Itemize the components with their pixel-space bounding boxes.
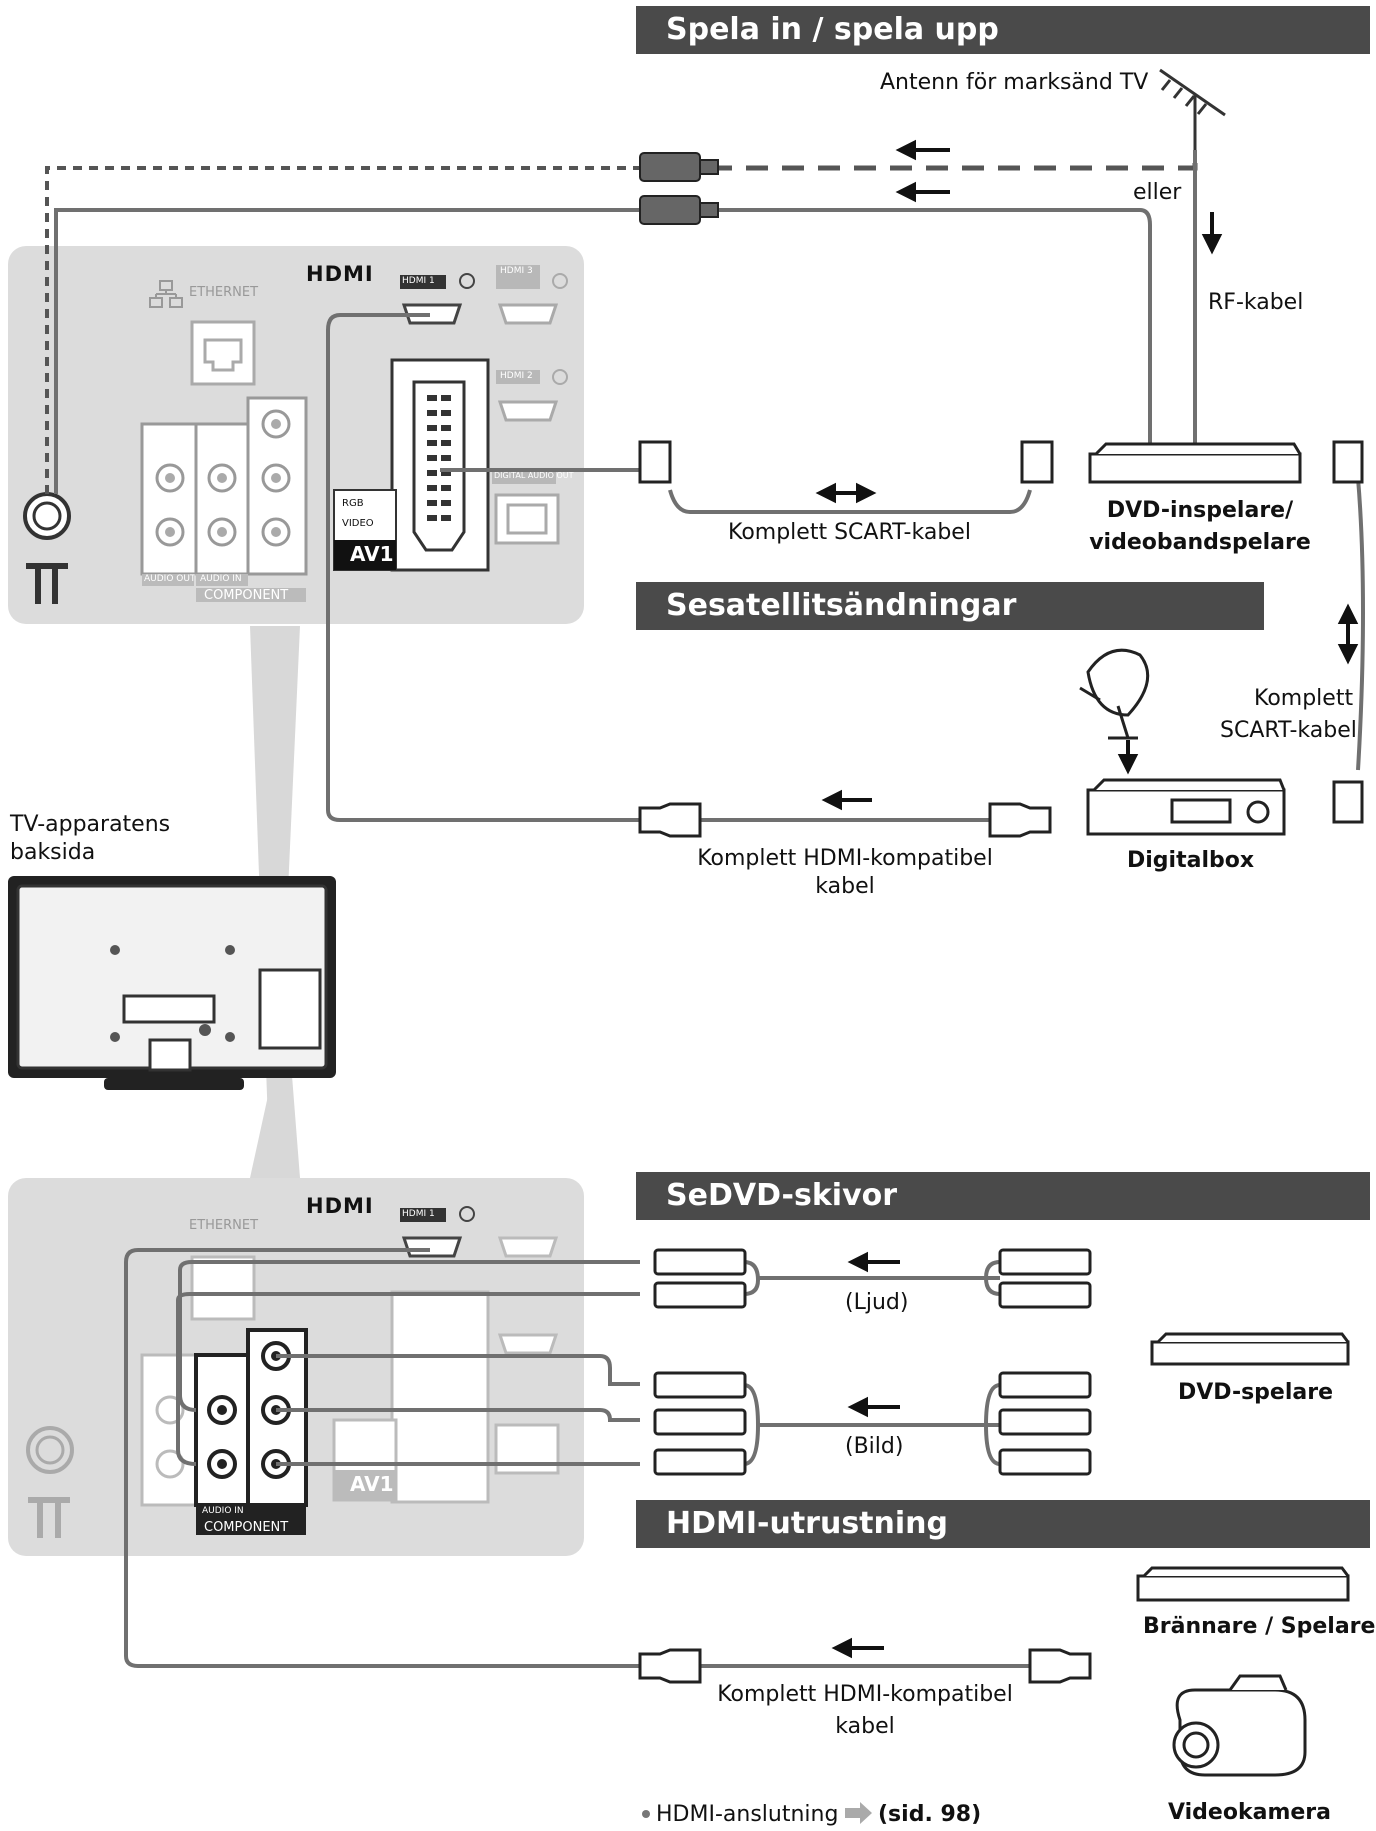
scart-port-top <box>333 358 490 572</box>
hdmi-logo-top: HDMI <box>306 262 374 286</box>
bullet-icon <box>642 1810 650 1818</box>
scart-cable-right-label-2: SCART-kabel <box>1220 718 1357 743</box>
hdmi2-label-top: HDMI 2 <box>500 371 533 381</box>
camcorder-icon <box>1172 1674 1307 1777</box>
dvd-recorder-label-2: videobandspelare <box>1089 530 1311 555</box>
satellite-dish-icon <box>1079 648 1150 740</box>
scart-plugs <box>638 440 1364 824</box>
hdmi3-label-top: HDMI 3 <box>500 266 533 276</box>
antenna-jack-top <box>23 492 71 604</box>
hdmi-cable-bottom-label-2: kabel <box>835 1714 895 1739</box>
hdmi-logo-bottom: HDMI <box>306 1194 374 1218</box>
digitalbox-icon <box>1086 778 1286 836</box>
hdmi-cable-label-1: Komplett HDMI-kompatibel <box>697 846 993 871</box>
burner-player-label: Brännare / Spelare <box>1143 1614 1376 1639</box>
dvd-player-icon <box>1150 1332 1350 1366</box>
optical-port-top <box>494 493 560 545</box>
ethernet-port-top <box>149 280 256 386</box>
tv-back-label-2: baksida <box>10 840 96 865</box>
hdmi-link-text: HDMI-anslutning <box>656 1802 839 1827</box>
hdmi-cable-bottom-label-1: Komplett HDMI-kompatibel <box>717 1682 1013 1707</box>
audio-in-label-bottom: AUDIO IN <box>202 1506 244 1516</box>
antenna-label: Antenn för marksänd TV <box>880 70 1149 95</box>
hdmi-link-page[interactable]: (sid. 98) <box>878 1802 982 1827</box>
rf-plugs <box>639 152 719 225</box>
or-label: eller <box>1133 180 1182 205</box>
rca-plugs <box>653 1248 1092 1476</box>
network-icon <box>149 280 183 308</box>
video-label: (Bild) <box>845 1434 904 1459</box>
av1-label-bottom: AV1 <box>350 1472 394 1496</box>
component-label-top: COMPONENT <box>204 588 289 603</box>
tv-back-label-1: TV-apparatens <box>10 812 171 837</box>
header-dvd: SeDVD-skivor <box>636 1172 1370 1220</box>
header-satellite: Sesatellitsändningar <box>636 582 1264 630</box>
video-label-top: VIDEO <box>342 518 374 529</box>
dvd-player-label: DVD-spelare <box>1178 1380 1334 1405</box>
digitalbox-label: Digitalbox <box>1127 848 1255 873</box>
cables <box>45 150 1365 1668</box>
camcorder-label: Videokamera <box>1168 1800 1331 1825</box>
scart-cable-label: Komplett SCART-kabel <box>728 520 971 545</box>
header-record: Spela in / spela upp <box>636 6 1370 54</box>
hdmi-plugs <box>638 802 1092 1684</box>
digital-out-label-top: DIGITAL AUDIO OUT <box>494 471 574 480</box>
component-label-bottom: COMPONENT <box>204 1520 289 1535</box>
tv-back-view <box>8 876 336 1090</box>
hdmi1-label-bottom: HDMI 1 <box>402 1209 435 1219</box>
dvd-recorder-label-1: DVD-inspelare/ <box>1106 498 1294 523</box>
terrestrial-antenna-icon <box>1159 68 1226 150</box>
hdmi-ports-top <box>401 303 559 422</box>
av1-label-top: AV1 <box>350 542 394 566</box>
page-arrow-icon <box>845 1802 872 1824</box>
audio-out-label-top: AUDIO OUT <box>144 574 196 584</box>
audio-label: (Ljud) <box>845 1290 909 1315</box>
rgb-label-top: RGB <box>342 498 364 509</box>
scart-cable-right-label-1: Komplett <box>1254 686 1354 711</box>
burner-player-icon <box>1136 1566 1350 1602</box>
ethernet-label-bottom: ETHERNET <box>189 1218 259 1233</box>
hdmi1-label-top: HDMI 1 <box>402 276 435 286</box>
header-hdmi: HDMI-utrustning <box>636 1500 1370 1548</box>
rca-jacks-top <box>140 396 308 576</box>
rf-cable-label: RF-kabel <box>1208 290 1304 315</box>
audio-in-label-top: AUDIO IN <box>200 574 242 584</box>
ethernet-label-top: ETHERNET <box>189 285 259 300</box>
dvd-recorder-icon <box>1088 442 1302 484</box>
hdmi-cable-label-2: kabel <box>815 874 875 899</box>
antenna-jack-bottom <box>26 1426 74 1538</box>
arrows <box>815 139 1359 1659</box>
